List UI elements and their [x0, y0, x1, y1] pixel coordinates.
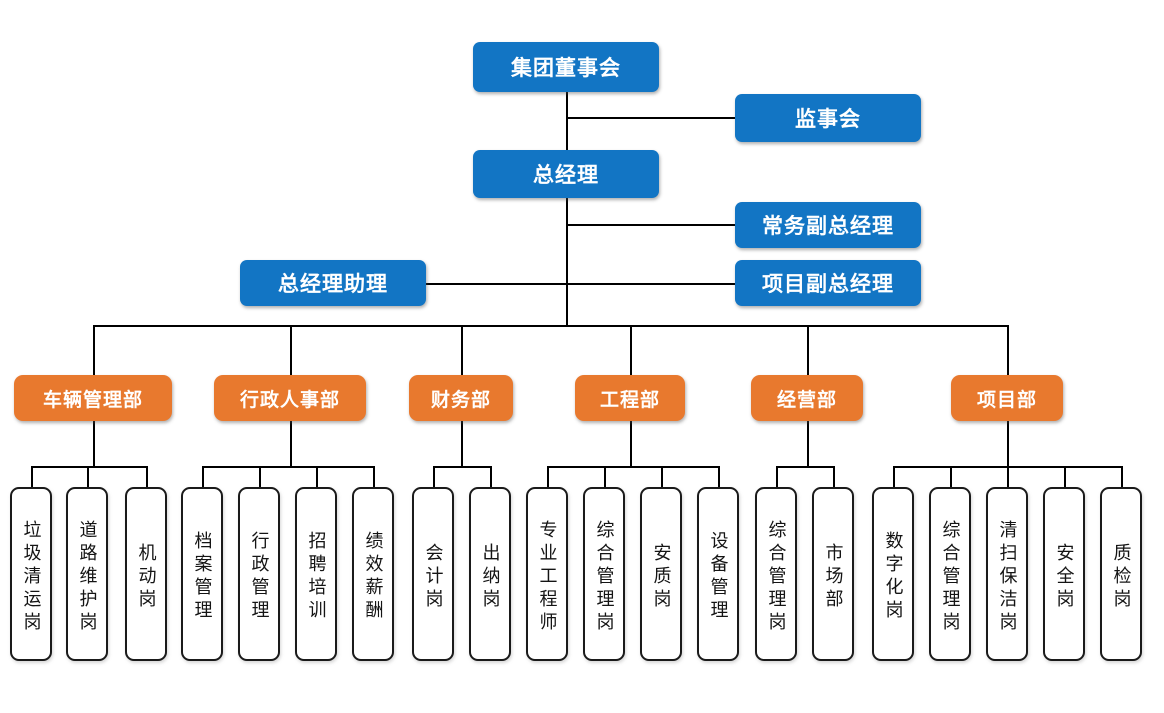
position-box-11[interactable]: 综合管理岗 [583, 487, 625, 661]
position-box-9[interactable]: 出纳岗 [469, 487, 511, 661]
position-label: 安全岗 [1054, 542, 1075, 612]
position-drop-6-5 [1121, 466, 1123, 487]
position-drop-5-2 [833, 466, 835, 487]
position-drop-4-3 [661, 466, 663, 487]
position-box-3[interactable]: 机动岗 [125, 487, 167, 661]
position-label: 招聘培训 [306, 531, 327, 623]
department-drop-2 [290, 325, 292, 375]
department-substem-5 [807, 421, 809, 466]
position-box-4[interactable]: 档案管理 [181, 487, 223, 661]
department-box-2[interactable]: 行政人事部 [214, 375, 366, 421]
department-box-5[interactable]: 经营部 [751, 375, 863, 421]
position-label: 设备管理 [708, 531, 729, 623]
deputy-executive-gm-box[interactable]: 常务副总经理 [735, 202, 921, 248]
department-box-4[interactable]: 工程部 [575, 375, 685, 421]
department-box-6[interactable]: 项目部 [951, 375, 1063, 421]
position-box-8[interactable]: 会计岗 [412, 487, 454, 661]
position-label: 市场部 [823, 542, 844, 612]
position-box-16[interactable]: 数字化岗 [872, 487, 914, 661]
position-drop-1-3 [146, 466, 148, 487]
deputy-project-gm-box[interactable]: 项目副总经理 [735, 260, 921, 306]
position-box-17[interactable]: 综合管理岗 [929, 487, 971, 661]
position-drop-6-2 [950, 466, 952, 487]
department-substem-6 [1007, 421, 1009, 466]
position-drop-6-1 [893, 466, 895, 487]
position-bus-5 [776, 466, 833, 468]
gm-assistant-connector [426, 283, 735, 285]
position-box-6[interactable]: 招聘培训 [295, 487, 337, 661]
position-drop-6-3 [1007, 466, 1009, 487]
department-drop-3 [461, 325, 463, 375]
department-substem-3 [461, 421, 463, 466]
position-label: 综合管理岗 [766, 519, 787, 635]
position-label: 专业工程师 [537, 519, 558, 635]
department-box-1[interactable]: 车辆管理部 [14, 375, 172, 421]
position-drop-4-4 [718, 466, 720, 487]
position-drop-6-4 [1064, 466, 1066, 487]
position-label: 机动岗 [136, 542, 157, 612]
position-drop-4-1 [547, 466, 549, 487]
position-label: 综合管理岗 [594, 519, 615, 635]
department-substem-4 [630, 421, 632, 466]
position-box-2[interactable]: 道路维护岗 [66, 487, 108, 661]
position-box-13[interactable]: 设备管理 [697, 487, 739, 661]
position-label: 综合管理岗 [940, 519, 961, 635]
department-substem-1 [93, 421, 95, 466]
deputy-executive-connector [566, 224, 735, 226]
department-substem-2 [290, 421, 292, 466]
position-drop-3-1 [433, 466, 435, 487]
position-drop-3-2 [490, 466, 492, 487]
position-bus-3 [433, 466, 490, 468]
position-label: 安质岗 [651, 542, 672, 612]
position-box-19[interactable]: 安全岗 [1043, 487, 1085, 661]
supervisory-board-connector [566, 117, 735, 119]
position-drop-1-2 [87, 466, 89, 487]
position-bus-4 [547, 466, 718, 468]
position-box-12[interactable]: 安质岗 [640, 487, 682, 661]
position-box-18[interactable]: 清扫保洁岗 [986, 487, 1028, 661]
position-box-10[interactable]: 专业工程师 [526, 487, 568, 661]
position-label: 档案管理 [192, 531, 213, 623]
position-drop-1-1 [31, 466, 33, 487]
position-box-7[interactable]: 绩效薪酬 [352, 487, 394, 661]
department-drop-1 [93, 325, 95, 375]
position-drop-5-1 [776, 466, 778, 487]
position-drop-2-1 [202, 466, 204, 487]
position-label: 道路维护岗 [77, 519, 98, 635]
department-drop-6 [1007, 325, 1009, 375]
position-drop-2-4 [373, 466, 375, 487]
department-drop-5 [807, 325, 809, 375]
department-box-3[interactable]: 财务部 [409, 375, 513, 421]
position-label: 绩效薪酬 [363, 531, 384, 623]
general-manager-box[interactable]: 总经理 [473, 150, 659, 198]
position-box-14[interactable]: 综合管理岗 [755, 487, 797, 661]
department-drop-4 [630, 325, 632, 375]
position-box-5[interactable]: 行政管理 [238, 487, 280, 661]
position-drop-2-2 [259, 466, 261, 487]
position-label: 垃圾清运岗 [21, 519, 42, 635]
position-drop-4-2 [604, 466, 606, 487]
position-box-15[interactable]: 市场部 [812, 487, 854, 661]
department-bus-line [93, 325, 1007, 327]
position-label: 会计岗 [423, 542, 444, 612]
board-of-directors-box[interactable]: 集团董事会 [473, 42, 659, 92]
position-label: 出纳岗 [480, 542, 501, 612]
position-label: 清扫保洁岗 [997, 519, 1018, 635]
position-box-1[interactable]: 垃圾清运岗 [10, 487, 52, 661]
position-box-20[interactable]: 质检岗 [1100, 487, 1142, 661]
gm-main-stem [566, 198, 568, 326]
board-to-gm-connector [566, 92, 568, 150]
position-bus-2 [202, 466, 373, 468]
position-label: 行政管理 [249, 531, 270, 623]
position-drop-2-3 [316, 466, 318, 487]
gm-assistant-box[interactable]: 总经理助理 [240, 260, 426, 306]
supervisory-board-box[interactable]: 监事会 [735, 94, 921, 142]
position-label: 质检岗 [1111, 542, 1132, 612]
position-label: 数字化岗 [883, 531, 904, 623]
